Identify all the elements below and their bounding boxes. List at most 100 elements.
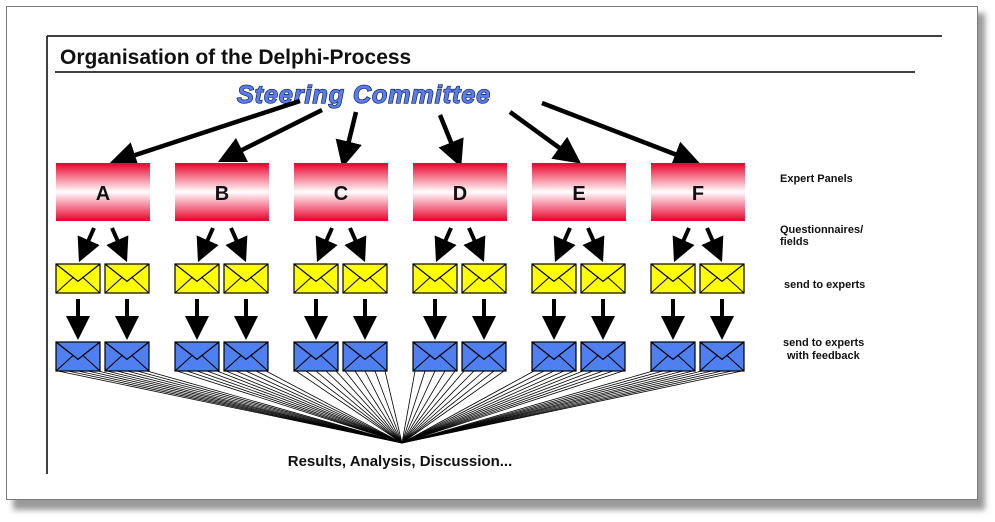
- expert-panels: A B C D E F: [56, 163, 745, 221]
- fan-line: [401, 370, 416, 444]
- results-label: Results, Analysis, Discussion...: [288, 453, 513, 470]
- fan-line: [265, 370, 403, 444]
- legend-questionnaires: Questionnaires/: [780, 224, 863, 236]
- fan-line: [401, 370, 624, 444]
- questionnaire-arrow-f-2: [701, 227, 724, 263]
- results-fan-lines: [57, 370, 743, 444]
- questionnaire-arrow-c-2: [344, 227, 367, 263]
- fan-line: [315, 370, 403, 444]
- fan-line: [401, 370, 475, 444]
- fan-line: [206, 370, 403, 444]
- envelope-icon-blue-e-2: [580, 341, 626, 372]
- fan-line: [364, 370, 403, 444]
- steering-arrow-e: [508, 110, 582, 164]
- envelope-icon-blue-e-1: [531, 341, 577, 372]
- fan-line: [401, 370, 565, 444]
- fan-line: [401, 370, 594, 444]
- fan-line: [106, 370, 403, 444]
- envelope-icon-blue-f-2: [699, 341, 745, 372]
- panel-box-c: [294, 163, 388, 221]
- fan-line: [401, 370, 604, 444]
- fan-line: [126, 370, 403, 444]
- fan-line: [245, 370, 403, 444]
- steering-arrow-b: [217, 107, 324, 163]
- questionnaire-arrow-d-2: [463, 227, 486, 263]
- fan-line: [186, 370, 403, 444]
- fan-line: [196, 370, 403, 444]
- envelope-icon-yellow-a-2: [104, 263, 150, 294]
- panel-label-c: C: [334, 183, 348, 205]
- panel-box-d: [413, 163, 507, 221]
- questionnaire-arrow-c-1: [315, 227, 338, 263]
- envelope-icon-yellow-b-1: [174, 263, 220, 294]
- panel-d: D: [413, 163, 507, 221]
- fan-line: [401, 370, 584, 444]
- questionnaire-arrow-e-1: [553, 227, 576, 263]
- panel-box-b: [175, 163, 269, 221]
- fan-line: [255, 370, 403, 444]
- panel-label-e: E: [572, 183, 585, 205]
- steering-arrow-d: [437, 114, 464, 168]
- fan-line: [335, 370, 403, 444]
- fan-line: [176, 370, 403, 444]
- legend-feedback-line2: with feedback: [786, 350, 861, 362]
- questionnaire-arrow-b-2: [225, 227, 248, 263]
- envelope-icon-yellow-f-2: [699, 263, 745, 294]
- fan-line: [401, 370, 485, 444]
- questionnaire-arrow-e-2: [582, 227, 605, 263]
- envelope-icon-yellow-f-1: [650, 263, 696, 294]
- fan-line: [401, 370, 465, 444]
- panel-label-a: A: [96, 183, 110, 205]
- panel-box-a: [56, 163, 150, 221]
- envelope-icon-blue-d-1: [412, 341, 458, 372]
- envelope-icon-yellow-c-1: [293, 263, 339, 294]
- fan-line: [325, 370, 403, 444]
- legend-feedback-line1: send to experts: [783, 337, 864, 349]
- legend-expert-panels: Expert Panels: [780, 173, 853, 185]
- envelope-icon-blue-d-2: [461, 341, 507, 372]
- fan-line: [401, 370, 545, 444]
- fan-line: [216, 370, 403, 444]
- fan-line: [374, 370, 403, 444]
- panel-e: E: [532, 163, 626, 221]
- envelope-icon-blue-a-2: [104, 341, 150, 372]
- fan-line: [401, 370, 555, 444]
- fan-line: [401, 370, 456, 444]
- panel-box-f: [651, 163, 745, 221]
- fan-line: [401, 370, 495, 444]
- envelope-icon-blue-f-1: [650, 341, 696, 372]
- fan-line: [401, 370, 575, 444]
- questionnaire-arrow-a-1: [77, 227, 100, 263]
- fan-line: [401, 370, 614, 444]
- fan-line: [354, 370, 403, 444]
- steering-arrow-c: [335, 111, 362, 168]
- panel-b: B: [175, 163, 269, 221]
- questionnaire-arrow-b-1: [196, 227, 219, 263]
- fan-line: [401, 370, 674, 444]
- fan-line: [235, 370, 403, 444]
- legend-send-to-experts: send to experts: [784, 279, 865, 291]
- panel-a: A: [56, 163, 150, 221]
- questionnaire-arrow-a-2: [106, 227, 129, 263]
- envelope-icon-yellow-d-2: [461, 263, 507, 294]
- fan-line: [401, 370, 743, 444]
- fan-line: [401, 370, 436, 444]
- fan-line: [384, 370, 403, 444]
- panel-box-e: [532, 163, 626, 221]
- envelope-icon-yellow-e-1: [531, 263, 577, 294]
- envelope-icon-blue-b-2: [223, 341, 269, 372]
- envelope-icon-blue-c-2: [342, 341, 388, 372]
- envelope-icon-blue-b-1: [174, 341, 220, 372]
- fan-line: [401, 370, 426, 444]
- fan-line: [401, 370, 535, 444]
- fan-line: [401, 370, 505, 444]
- panel-label-f: F: [692, 183, 704, 205]
- legend-fields: fields: [780, 236, 809, 248]
- envelope-flow: [55, 227, 745, 372]
- fan-line: [401, 370, 664, 444]
- steering-arrows: [109, 98, 701, 168]
- fan-line: [116, 370, 403, 444]
- fan-line: [295, 370, 403, 444]
- fan-line: [305, 370, 403, 444]
